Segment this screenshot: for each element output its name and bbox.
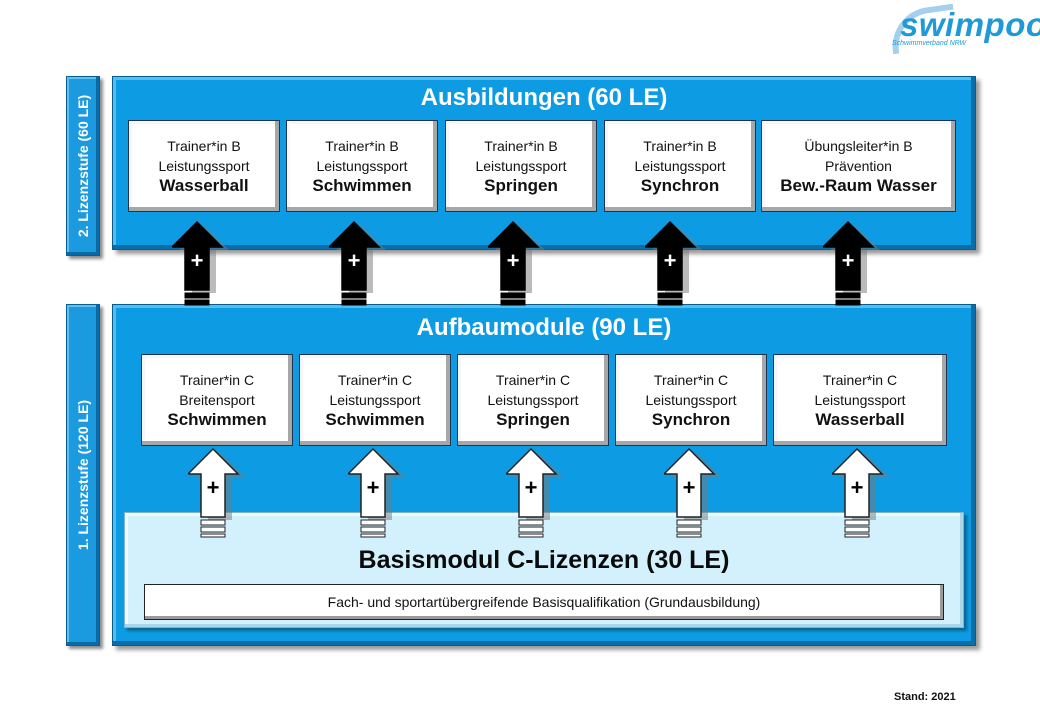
box-line1: Trainer*in B: [643, 138, 717, 154]
logo-subtitle: Schwimmverband NRW: [892, 40, 967, 47]
course-box-b-praevention: Übungsleiter*in B Prävention Bew.-Raum W…: [761, 120, 956, 212]
upper-arrow-up-icon: +: [645, 220, 702, 312]
box-line1: Trainer*in B: [167, 138, 241, 154]
course-box-c-wasserball: Trainer*in C Leistungssport Wasserball: [773, 354, 947, 446]
box-line3: Synchron: [651, 410, 731, 429]
box-line3: Schwimmen: [312, 176, 412, 195]
box-line1: Trainer*in B: [325, 138, 399, 154]
course-box-b-schwimmen: Trainer*in B Leistungssport Schwimmen: [286, 120, 438, 212]
course-box-c-breitensport-schwimmen: Trainer*in C Breitensport Schwimmen: [141, 354, 293, 446]
plus-icon: +: [506, 248, 520, 273]
plus-icon: +: [850, 475, 864, 500]
ausbildungen-title: Ausbildungen (60 LE): [420, 84, 668, 111]
box-line2: Leistungssport: [158, 158, 250, 174]
plus-icon: +: [347, 248, 361, 273]
course-box-c-synchron: Trainer*in C Leistungssport Synchron: [615, 354, 767, 446]
basismodul-subtitle: Fach- und sportartübergreifende Basisqua…: [144, 584, 944, 620]
box-line3: Bew.-Raum Wasser: [780, 176, 937, 195]
box-line1: Trainer*in C: [653, 372, 729, 388]
box-line3: Springen: [496, 410, 570, 429]
course-box-b-springen: Trainer*in B Leistungssport Springen: [445, 120, 597, 212]
upper-arrow-up-icon: +: [329, 220, 386, 312]
box-line1: Trainer*in B: [484, 138, 558, 154]
course-box-b-synchron: Trainer*in B Leistungssport Synchron: [604, 120, 756, 212]
course-box-c-schwimmen: Trainer*in C Leistungssport Schwimmen: [299, 354, 451, 446]
lower-arrow-up-icon: +: [832, 447, 889, 539]
plus-icon: +: [190, 248, 204, 273]
level-2-bar: 2. Lizenzstufe (60 LE): [66, 76, 100, 256]
box-line2: Leistungssport: [487, 392, 579, 408]
box-line3: Synchron: [640, 176, 720, 195]
basismodul-title: Basismodul C-Lizenzen (30 LE): [358, 546, 730, 574]
box-line1: Trainer*in C: [179, 372, 255, 388]
upper-arrow-up-icon: +: [488, 220, 545, 312]
box-line2: Leistungssport: [645, 392, 737, 408]
level-1-bar: 1. Lizenzstufe (120 LE): [66, 304, 100, 646]
box-line3: Wasserball: [159, 176, 249, 195]
plus-icon: +: [206, 475, 220, 500]
box-line1: Übungsleiter*in B: [804, 138, 913, 154]
course-box-b-wasserball: Trainer*in B Leistungssport Wasserball: [128, 120, 280, 212]
aufbaumodule-title: Aufbaumodule (90 LE): [416, 314, 672, 341]
upper-arrow-up-icon: +: [823, 220, 880, 312]
box-line1: Trainer*in C: [495, 372, 571, 388]
box-line2: Leistungssport: [316, 158, 408, 174]
box-line2: Leistungssport: [475, 158, 567, 174]
box-line1: Trainer*in C: [337, 372, 413, 388]
lower-arrow-up-icon: +: [664, 447, 721, 539]
box-line1: Trainer*in C: [822, 372, 898, 388]
swimpool-logo: swimpool Schwimmverband NRW: [884, 3, 1040, 55]
box-line3: Schwimmen: [167, 410, 267, 429]
box-line2: Leistungssport: [814, 392, 906, 408]
plus-icon: +: [524, 475, 538, 500]
level-1-label: 1. Lizenzstufe (120 LE): [75, 399, 91, 551]
plus-icon: +: [841, 248, 855, 273]
lower-arrow-up-icon: +: [188, 447, 245, 539]
basismodul-panel: Basismodul C-Lizenzen (30 LE) Fach- und …: [124, 512, 964, 628]
level-2-label: 2. Lizenzstufe (60 LE): [75, 94, 91, 238]
box-line3: Wasserball: [815, 410, 905, 429]
plus-icon: +: [663, 248, 677, 273]
plus-icon: +: [366, 475, 380, 500]
box-line2: Prävention: [825, 158, 892, 174]
lower-arrow-up-icon: +: [348, 447, 405, 539]
box-line2: Leistungssport: [329, 392, 421, 408]
lower-arrow-up-icon: +: [506, 447, 563, 539]
plus-icon: +: [682, 475, 696, 500]
box-line2: Leistungssport: [634, 158, 726, 174]
box-line2: Breitensport: [179, 392, 255, 408]
box-line3: Springen: [484, 176, 558, 195]
course-box-c-springen: Trainer*in C Leistungssport Springen: [457, 354, 609, 446]
stand-label: Stand: 2021: [894, 691, 956, 703]
logo-wordmark: swimpool: [900, 6, 1040, 43]
upper-arrow-up-icon: +: [172, 220, 229, 312]
box-line3: Schwimmen: [325, 410, 425, 429]
